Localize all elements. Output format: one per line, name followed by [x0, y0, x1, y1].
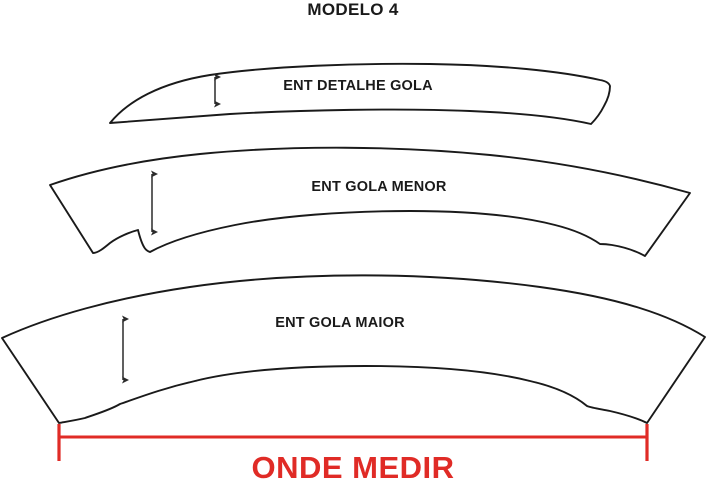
part-outline-1 [109, 62, 611, 125]
part-ent-gola-maior: ENT GOLA MAIOR [1, 274, 706, 424]
part-label-2: ENT GOLA MENOR [311, 179, 447, 195]
measure-label: ONDE MEDIR [251, 450, 454, 480]
measurement-annotation: ONDE MEDIR [57, 424, 649, 480]
part-outline-2 [49, 146, 691, 257]
part-label-1: ENT DETALHE GOLA [283, 78, 433, 94]
part-label-3: ENT GOLA MAIOR [275, 315, 405, 331]
part-outline-3 [1, 274, 706, 424]
page-title: MODELO 4 [307, 0, 398, 19]
part-ent-detalhe-gola: ENT DETALHE GOLA [109, 62, 611, 125]
part-ent-gola-menor: ENT GOLA MENOR [49, 146, 691, 257]
